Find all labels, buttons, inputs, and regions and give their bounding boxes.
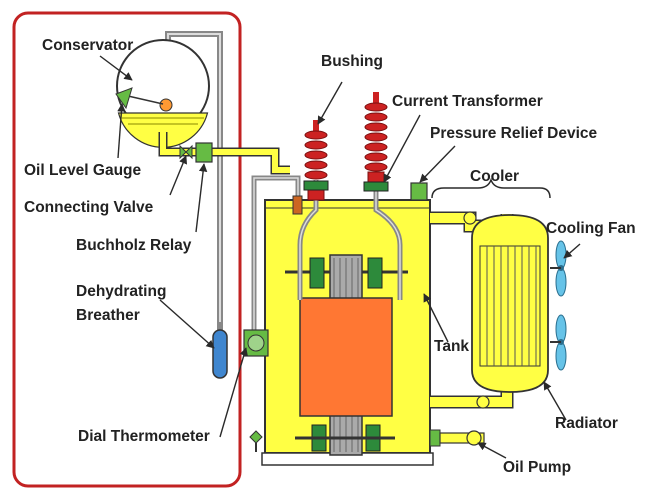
label-dehydrating: Dehydrating xyxy=(76,283,166,300)
cooling-fan-icon-top xyxy=(550,240,567,297)
label-dial-thermometer: Dial Thermometer xyxy=(78,428,210,445)
radiator xyxy=(471,214,549,393)
label-cooler: Cooler xyxy=(470,168,519,185)
connecting-valve-icon xyxy=(179,144,193,160)
label-pressure-relief-device: Pressure Relief Device xyxy=(430,125,598,142)
label-connecting-valve: Connecting Valve xyxy=(24,199,154,216)
buchholz-relay-icon xyxy=(195,142,213,163)
label-oil-level-gauge: Oil Level Gauge xyxy=(24,162,142,179)
oil-level-gauge-icon xyxy=(115,87,133,110)
leader-lines xyxy=(99,55,581,459)
dial-thermometer-icon xyxy=(243,329,269,357)
conservator-group-box xyxy=(12,11,242,488)
current-transformer-left xyxy=(303,180,329,191)
drain-valve-icon xyxy=(249,430,263,444)
oil-pump-icon xyxy=(429,429,485,447)
label-tank: Tank xyxy=(434,338,469,355)
label-buchholz-relay: Buchholz Relay xyxy=(76,237,192,254)
dehydrating-breather-icon xyxy=(212,322,228,379)
cooling-fan-icon-bottom xyxy=(550,314,567,371)
label-conservator: Conservator xyxy=(42,37,133,54)
thermometer-pocket xyxy=(292,195,303,215)
pressure-relief-device-icon xyxy=(410,182,428,201)
label-breather: Breather xyxy=(76,307,140,324)
core-and-windings xyxy=(285,254,408,456)
bushing-right xyxy=(364,92,388,183)
label-radiator: Radiator xyxy=(555,415,618,432)
label-current-transformer: Current Transformer xyxy=(392,93,543,110)
cooler-brace xyxy=(431,177,551,199)
label-bushing: Bushing xyxy=(321,53,383,70)
label-oil-pump: Oil Pump xyxy=(503,459,571,476)
label-cooling-fan: Cooling Fan xyxy=(546,220,636,237)
current-transformer-right xyxy=(363,181,389,192)
